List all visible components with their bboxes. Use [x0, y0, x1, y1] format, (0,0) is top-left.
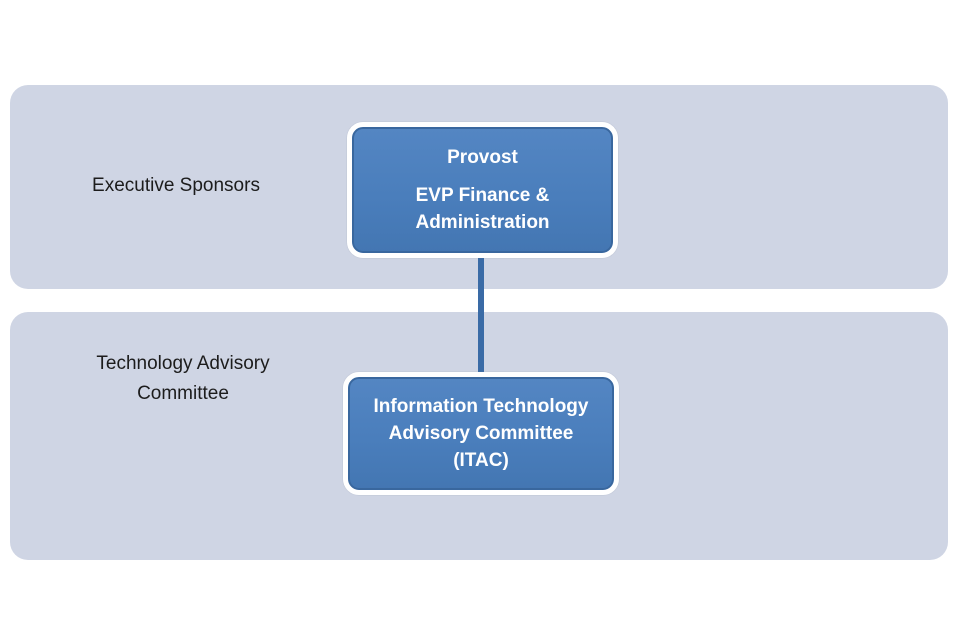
provost-node-title: Provost [447, 147, 518, 168]
technology-advisory-label-line1: Technology Advisory [96, 353, 270, 374]
executive-sponsors-label: Executive Sponsors [92, 175, 260, 196]
itac-node: Information Technology Advisory Committe… [343, 372, 619, 495]
provost-itac-connector [478, 252, 484, 378]
itac-node-line1: Information Technology [373, 396, 589, 417]
technology-advisory-label-line2: Committee [137, 383, 229, 404]
provost-node: Provost EVP Finance & Administration [347, 122, 618, 258]
itac-node-line2: Advisory Committee [388, 423, 574, 444]
provost-node-subtitle-line1: EVP Finance & [415, 185, 550, 206]
provost-node-subtitle-line2: Administration [415, 212, 550, 233]
itac-node-line3: (ITAC) [453, 450, 509, 471]
technology-advisory-label: Technology Advisory Committee [42, 349, 324, 409]
